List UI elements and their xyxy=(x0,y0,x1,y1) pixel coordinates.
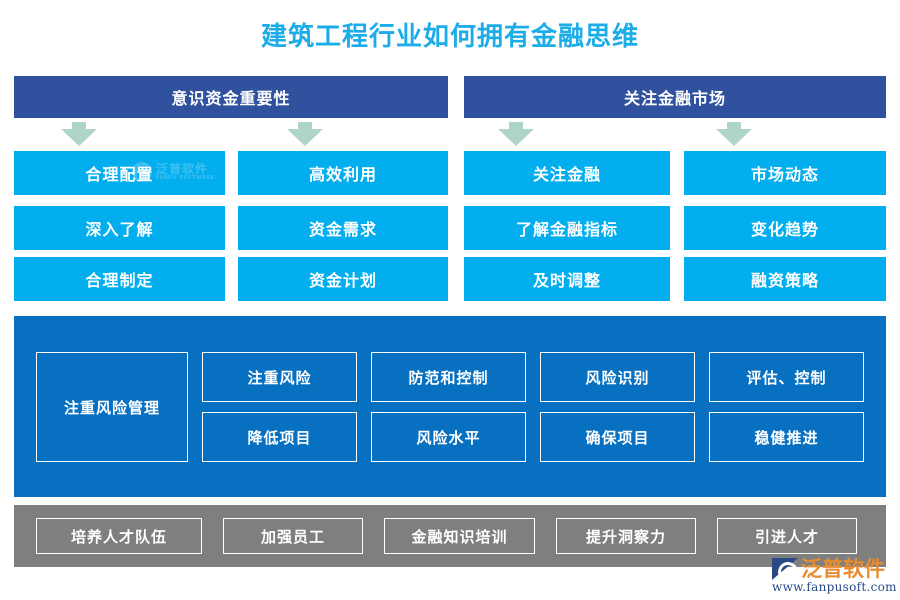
grid-cell-c4-r1[interactable]: 市场动态 xyxy=(684,151,886,195)
grid-cell-c3-r2[interactable]: 了解金融指标 xyxy=(464,206,670,250)
grid-cell-c1-r2[interactable]: 深入了解 xyxy=(14,206,225,250)
grid-cell-label: 资金计划 xyxy=(308,271,377,290)
grid-cell-label: 及时调整 xyxy=(532,271,601,290)
grid-cell-label: 关注金融 xyxy=(532,165,601,184)
risk-box-c4-bottom[interactable]: 稳健推进 xyxy=(709,412,864,462)
section-header-right: 关注金融市场 xyxy=(464,76,886,118)
grid-cell-c2-r1[interactable]: 高效利用 xyxy=(238,151,448,195)
grid-cell-c2-r2[interactable]: 资金需求 xyxy=(238,206,448,250)
grid-cell-label: 市场动态 xyxy=(750,165,819,184)
bottom-box-label: 加强员工 xyxy=(260,527,325,546)
grid-cell-c1-r3[interactable]: 合理制定 xyxy=(14,257,225,301)
grid-cell-label: 资金需求 xyxy=(308,220,377,239)
risk-box-c2-bottom[interactable]: 风险水平 xyxy=(371,412,526,462)
risk-box-label: 防范和控制 xyxy=(408,368,489,387)
grid-cell-c2-r3[interactable]: 资金计划 xyxy=(238,257,448,301)
risk-box-label: 降低项目 xyxy=(247,428,312,447)
risk-box-c1-top[interactable]: 注重风险 xyxy=(202,352,357,402)
arrow-down-icon-3 xyxy=(498,122,534,146)
risk-box-label: 评估、控制 xyxy=(746,368,827,387)
bottom-box-5[interactable]: 引进人才 xyxy=(717,518,857,554)
arrow-down-icon-4 xyxy=(716,122,752,146)
bottom-box-1[interactable]: 培养人才队伍 xyxy=(36,518,202,554)
risk-main-label: 注重风险管理 xyxy=(63,398,160,417)
fanpu-logo-mark-icon xyxy=(772,558,801,585)
section-header-left: 意识资金重要性 xyxy=(14,76,448,118)
grid-cell-c3-r1[interactable]: 关注金融 xyxy=(464,151,670,195)
grid-cell-label: 变化趋势 xyxy=(750,220,819,239)
risk-box-c3-bottom[interactable]: 确保项目 xyxy=(540,412,695,462)
fanpu-logo: 泛普软件 www.fanpusoft.com xyxy=(772,556,897,596)
bottom-box-label: 金融知识培训 xyxy=(411,527,508,546)
bottom-box-label: 引进人才 xyxy=(754,527,819,546)
bottom-box-2[interactable]: 加强员工 xyxy=(223,518,363,554)
grid-cell-label: 了解金融指标 xyxy=(515,220,618,239)
risk-box-label: 稳健推进 xyxy=(754,428,819,447)
bottom-box-label: 提升洞察力 xyxy=(585,527,666,546)
watermark-sub: FANPU SOFTWARE xyxy=(156,175,215,181)
grid-cell-label: 合理配置 xyxy=(85,165,154,184)
grid-cell-label: 深入了解 xyxy=(85,220,154,239)
risk-box-c4-top[interactable]: 评估、控制 xyxy=(709,352,864,402)
grid-cell-label: 高效利用 xyxy=(308,165,377,184)
risk-box-c2-top[interactable]: 防范和控制 xyxy=(371,352,526,402)
watermark-brand: 泛普软件 xyxy=(156,162,209,176)
bottom-box-label: 培养人才队伍 xyxy=(70,527,167,546)
section-header-right-label: 关注金融市场 xyxy=(623,89,726,108)
risk-box-label: 风险识别 xyxy=(585,368,650,387)
grid-cell-label: 合理制定 xyxy=(85,271,154,290)
grid-cell-c1-r1[interactable]: 泛普软件 FANPU SOFTWARE 合理配置 xyxy=(14,151,225,195)
risk-box-c1-bottom[interactable]: 降低项目 xyxy=(202,412,357,462)
bottom-box-3[interactable]: 金融知识培训 xyxy=(384,518,535,554)
section-header-left-label: 意识资金重要性 xyxy=(171,89,291,108)
fanpu-logo-url: www.fanpusoft.com xyxy=(772,580,897,594)
grid-cell-label: 融资策略 xyxy=(750,271,819,290)
risk-box-label: 风险水平 xyxy=(416,428,481,447)
risk-box-c3-top[interactable]: 风险识别 xyxy=(540,352,695,402)
grid-cell-c3-r3[interactable]: 及时调整 xyxy=(464,257,670,301)
page-title: 建筑工程行业如何拥有金融思维 xyxy=(260,22,639,52)
risk-box-label: 确保项目 xyxy=(585,428,650,447)
fanpu-logo-brand: 泛普软件 xyxy=(801,556,885,581)
arrow-down-icon-1 xyxy=(61,122,97,146)
grid-cell-c4-r2[interactable]: 变化趋势 xyxy=(684,206,886,250)
risk-box-label: 注重风险 xyxy=(247,368,312,387)
arrow-down-icon-2 xyxy=(287,122,323,146)
bottom-box-4[interactable]: 提升洞察力 xyxy=(556,518,696,554)
risk-main-box[interactable]: 注重风险管理 xyxy=(36,352,188,462)
talent-bottom-bar: 培养人才队伍 加强员工 金融知识培训 提升洞察力 引进人才 xyxy=(14,505,886,567)
grid-cell-c4-r3[interactable]: 融资策略 xyxy=(684,257,886,301)
risk-management-panel: 注重风险管理 注重风险 降低项目 防范和控制 风险水平 风险识别 确保项目 评估… xyxy=(14,316,886,497)
watermark-mark-icon xyxy=(132,162,152,182)
watermark-logo-small: 泛普软件 FANPU SOFTWARE xyxy=(132,159,225,185)
